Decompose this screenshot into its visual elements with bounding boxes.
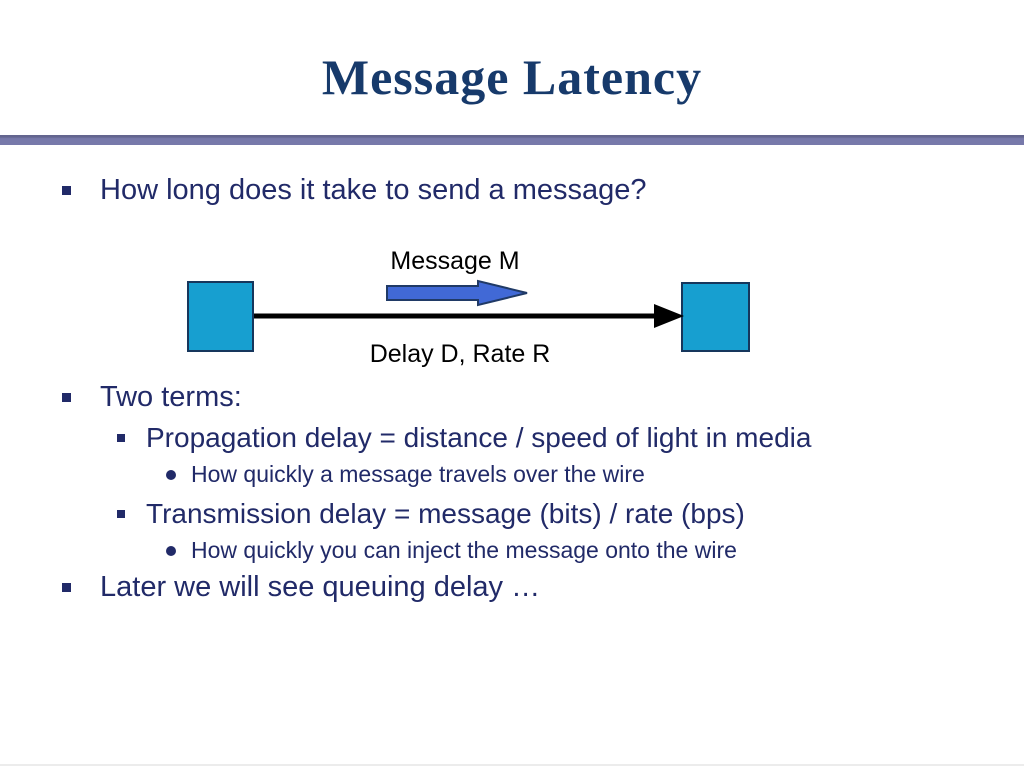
bullet-text: Two terms: — [100, 381, 242, 413]
square-bullet-icon — [62, 583, 71, 592]
square-bullet-icon — [117, 434, 125, 442]
bullet-text: How quickly you can inject the message o… — [191, 537, 737, 563]
square-bullet-icon — [62, 186, 71, 195]
link-arrow-icon — [254, 304, 684, 328]
sub-bullet-item: Transmission delay = message (bits) / ra… — [117, 498, 745, 530]
delay-rate-label: Delay D, Rate R — [369, 340, 551, 368]
slide-title: Message Latency — [321, 49, 703, 105]
bullet-text: How quickly a message travels over the w… — [191, 461, 645, 487]
bullet-item: Later we will see queuing delay … — [62, 571, 540, 604]
bullet-text: Transmission delay = message (bits) / ra… — [146, 498, 745, 529]
title-divider-bar — [0, 135, 1024, 145]
sub-sub-bullet-item: How quickly you can inject the message o… — [166, 537, 737, 564]
bullet-text: How long does it take to send a message? — [100, 174, 647, 206]
message-arrow-icon — [386, 279, 528, 307]
sender-node — [187, 281, 254, 352]
bullet-text: Later we will see queuing delay … — [100, 571, 541, 603]
bullet-item: Two terms: — [62, 381, 242, 414]
bullet-text: Propagation delay = distance / speed of … — [146, 422, 812, 453]
slide-bottom-edge — [0, 764, 1024, 766]
round-bullet-icon — [166, 545, 176, 556]
sub-sub-bullet-item: How quickly a message travels over the w… — [166, 461, 645, 488]
square-bullet-icon — [117, 510, 125, 518]
bullet-item: How long does it take to send a message? — [62, 174, 647, 207]
receiver-node — [681, 282, 750, 352]
round-bullet-icon — [166, 469, 176, 480]
message-label: Message M — [390, 247, 520, 275]
square-bullet-icon — [62, 393, 71, 402]
sub-bullet-item: Propagation delay = distance / speed of … — [117, 422, 811, 454]
